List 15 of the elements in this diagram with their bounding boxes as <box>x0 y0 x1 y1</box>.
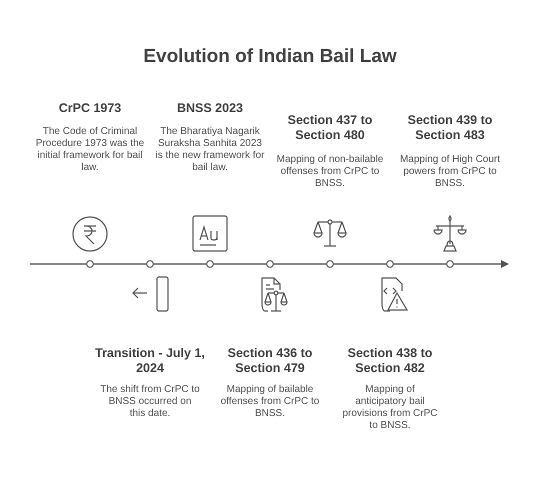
event-description: The shift from CrPC to BNSS occurred on this date. <box>100 384 200 420</box>
event-heading: CrPC 1973 <box>58 101 122 116</box>
event-description: Mapping of High Court powers from CrPC to BNSS. <box>398 154 502 190</box>
event-heading: Section 438 to Section 482 <box>346 346 434 376</box>
event-description: Mapping of bailable offenses from CrPC to BNSS. <box>220 384 320 420</box>
event-heading: BNSS 2023 <box>176 101 244 116</box>
event-heading: Transition - July 1, 2024 <box>95 346 205 376</box>
event-heading: Section 439 to Section 483 <box>406 113 494 143</box>
event-heading: Section 437 to Section 480 <box>286 113 374 143</box>
event-description: Mapping of non-bailable offenses from CrPC to BNSS. <box>276 154 384 190</box>
event-description: The Code of Criminal Procedure 1973 was the initial framework for bail law. <box>35 126 145 174</box>
title: Evolution of Indian Bail Law <box>142 46 398 68</box>
event-description: The Bharatiya Nagarik Suraksha Sanhita 2023 is the new framework for bail law. <box>155 126 265 174</box>
event-description: Mapping of anticipatory bail provisions from CrPC to BNSS. <box>341 384 439 432</box>
event-heading: Section 436 to Section 479 <box>226 346 314 376</box>
